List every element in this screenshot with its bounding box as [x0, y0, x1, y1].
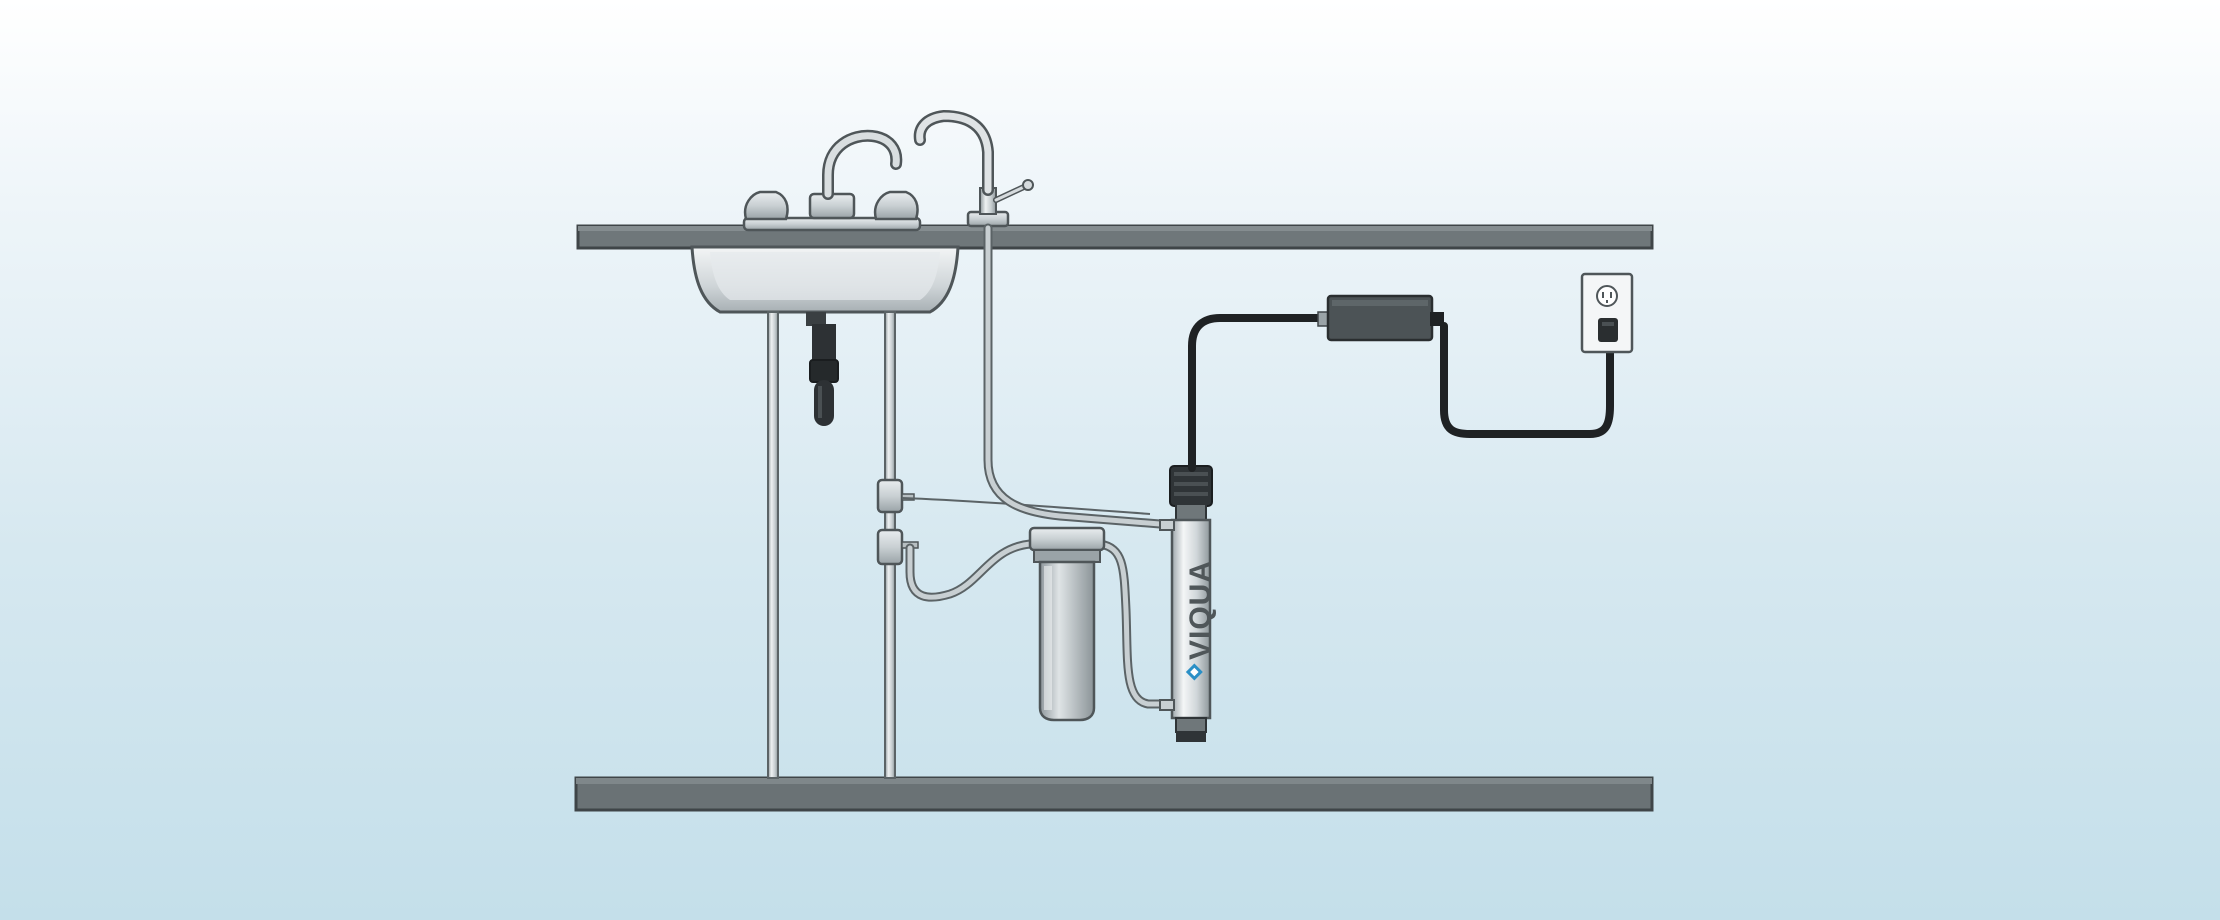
power-supply — [1317, 294, 1444, 342]
inlet-tubing — [905, 539, 1035, 602]
drain-trap — [806, 312, 839, 426]
kitchen-sink — [690, 216, 960, 314]
sediment-filter-housing — [1028, 526, 1106, 722]
countertop — [576, 224, 1654, 250]
filter-to-uv-tubing — [1095, 539, 1169, 709]
brand-wordmark: VIQUA — [1184, 560, 1217, 660]
power-cord — [1440, 322, 1614, 438]
cabinet-floor — [574, 776, 1654, 812]
wall-outlet — [1580, 272, 1634, 354]
uv-power-cord — [1188, 314, 1330, 472]
sink-faucet — [743, 129, 919, 221]
uv-chamber: VIQUA — [1159, 465, 1217, 742]
dedicated-faucet — [913, 109, 1034, 228]
faucet-supply-line — [983, 223, 1165, 529]
